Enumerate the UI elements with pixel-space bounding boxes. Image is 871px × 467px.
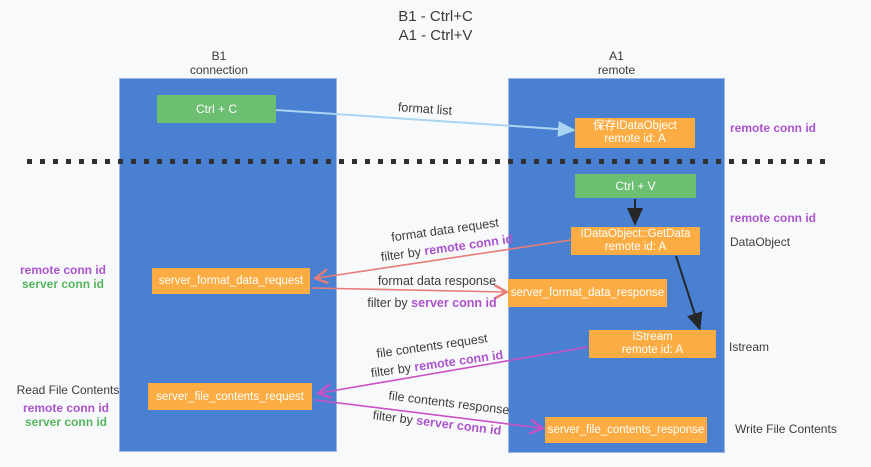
left-server-conn-id-2: server conn id [24, 415, 108, 429]
node-save-dataobject-line1: 保存IDataObject [593, 120, 677, 132]
server-conn-id-highlight: server conn id [411, 296, 497, 310]
lane-b1-name: B1 [211, 49, 227, 63]
node-server-file-contents-request-label: server_file_contents_request [156, 390, 304, 403]
right-label-dataobject: DataObject [730, 235, 791, 249]
lane-b1-role: connection [189, 63, 249, 77]
node-server-format-data-response: server_format_data_response [508, 279, 667, 307]
node-idataobject-getdata-line2: remote id: A [604, 241, 667, 253]
lane-header-b1: B1 connection [119, 49, 319, 77]
left-remote-conn-id-1: remote conn id [19, 263, 106, 277]
node-server-format-data-request-label: server_format_data_request [158, 275, 304, 287]
filter-by-prefix: filter by [372, 408, 414, 427]
node-save-dataobject-line2: remote id: A [604, 133, 666, 145]
node-save-dataobject: 保存IDataObject remote id: A [575, 118, 695, 148]
node-ctrl-v-label: Ctrl + V [615, 179, 656, 193]
left-remote-conn-id-2: remote conn id [22, 401, 109, 415]
filter-by-prefix: filter by [379, 244, 422, 265]
title-line-1: B1 - Ctrl+C [398, 8, 473, 25]
left-label-read-file-contents: Read File Contents [16, 383, 120, 397]
node-idataobject-getdata: IDataObject::GetData remote id: A [571, 227, 700, 255]
left-server-conn-id-1: server conn id [21, 277, 105, 291]
node-server-file-contents-response-label: server_file_contents_response [547, 424, 705, 436]
diagram-title: B1 - Ctrl+C A1 - Ctrl+V [0, 7, 871, 45]
filter-by-prefix: filter by [369, 360, 412, 381]
title-line-2: A1 - Ctrl+V [398, 27, 473, 44]
lane-a1-name: A1 [609, 49, 624, 63]
arrow-format-data-response [311, 288, 505, 292]
node-ctrl-c-label: Ctrl + C [195, 102, 237, 116]
server-conn-id-highlight: server conn id [415, 413, 502, 438]
right-label-remote-conn-id-2: remote conn id [730, 211, 817, 225]
left-label-conn-ids-2: remote conn id server conn id [14, 401, 118, 429]
node-idataobject-getdata-line1: IDataObject::GetData [580, 228, 691, 240]
node-istream-line1: IStream [632, 331, 673, 343]
node-istream-line2: remote id: A [621, 344, 684, 356]
node-ctrl-v: Ctrl + V [575, 174, 696, 198]
lane-header-a1: A1 remote [508, 49, 725, 77]
lane-a1-role: remote [597, 63, 636, 77]
right-label-write-file-contents: Write File Contents [735, 422, 837, 436]
label-format-data-response: format data response [377, 274, 497, 288]
node-server-file-contents-response: server_file_contents_response [545, 417, 707, 443]
separator-dashed-line [27, 159, 833, 164]
filter-by-prefix: filter by [367, 296, 408, 310]
node-server-format-data-response-label: server_format_data_response [510, 287, 665, 299]
node-istream: IStream remote id: A [589, 330, 716, 358]
node-server-format-data-request: server_format_data_request [152, 268, 310, 294]
node-server-file-contents-request: server_file_contents_request [148, 383, 312, 410]
label-format-list: format list [397, 100, 453, 118]
node-ctrl-c: Ctrl + C [157, 95, 276, 123]
left-label-conn-ids-1: remote conn id server conn id [12, 263, 114, 291]
right-label-istream: Istream [729, 340, 770, 354]
right-label-remote-conn-id-1: remote conn id [730, 121, 817, 135]
